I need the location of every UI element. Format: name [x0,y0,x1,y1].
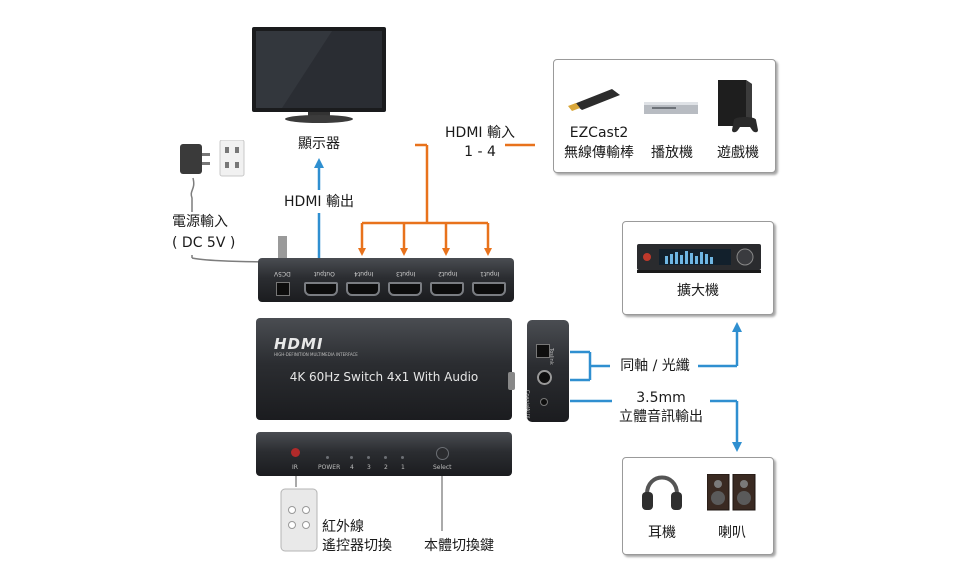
body-switch-label: 本體切換鍵 [424,538,494,554]
led-3-label: 3 [367,464,371,471]
rear-port-label-input2: Input2 [438,270,458,277]
led-3 [367,456,370,459]
headphones-label: 耳機 [648,525,676,541]
power-input-label: 電源輸入 [172,214,228,230]
rear-port-label-input3: Input3 [396,270,416,277]
led-2 [384,456,387,459]
hdmi-output-label: HDMI 輸出 [284,194,354,210]
select-label: Select [433,464,452,471]
tv-icon [252,27,386,123]
switch-side-panel: Toslink Coaxial AUX [524,320,569,422]
switch-main-body: HDMI HIGH-DEFINITION MULTIMEDIA INTERFAC… [256,318,515,420]
power-led [326,456,329,459]
select-button[interactable] [436,447,449,460]
headphones-speakers-box: 耳機 喇叭 [622,457,774,555]
audio-jack-side [508,372,515,390]
hdmi-logo: HDMI [274,335,324,353]
hdmi-logo-tagline: HIGH-DEFINITION MULTIMEDIA INTERFACE [274,352,358,357]
hdmi-input2-port[interactable] [430,282,464,296]
game-console-label: 遊戲機 [717,145,759,161]
ir-label: IR [292,464,298,471]
remote-label-2: 遙控器切換 [322,538,392,554]
switch-rear-panel: DC5V Output Input4 Input3 Input2 Input1 [258,258,514,302]
amplifier-box: 擴大機 [622,221,774,315]
coaxial-label: Coaxial [524,390,530,409]
hdmi-input4-port[interactable] [346,282,380,296]
hdmi-input-lines [358,143,535,256]
rear-port-label-input4: Input4 [354,270,374,277]
display-label: 顯示器 [298,136,340,152]
hdmi-input-label: HDMI 輸入 [445,125,515,141]
hdmi-input1-port[interactable] [472,282,506,296]
coax-optical-label: 同軸 / 光纖 [620,358,690,374]
led-1 [401,456,404,459]
led-4-label: 4 [350,464,354,471]
aux-label: AUX [524,408,530,419]
rear-port-label-dc: DC5V [274,270,291,277]
speakers-label: 喇叭 [718,525,746,541]
led-1-label: 1 [401,464,405,471]
toslink-port[interactable] [536,344,550,358]
power-label: POWER [318,464,341,471]
coaxial-port[interactable] [537,370,552,385]
power-adapter-icon [178,140,248,180]
power-input-spec: ( DC 5V ) [172,235,236,251]
ezcast-label: EZCast2 [569,125,629,141]
rear-port-label-output: Output [314,270,335,277]
analog-audio-label: 3.5mm [636,390,686,406]
hdmi-output-port[interactable] [304,282,338,296]
ir-receiver [291,448,300,457]
amplifier-label: 擴大機 [677,283,719,299]
ezcast-label-2: 無線傳輸棒 [564,145,634,161]
power-plug [278,236,287,260]
remote-label: 紅外線 [322,519,364,535]
led-2-label: 2 [384,464,388,471]
device-title: 4K 60Hz Switch 4x1 With Audio [289,370,479,384]
switch-front-panel: IR POWER 4 3 2 1 Select [256,432,512,476]
rear-port-label-input1: Input1 [480,270,500,277]
audio-output-lines [570,322,742,452]
player-label: 播放機 [651,145,693,161]
hdmi-input3-port[interactable] [388,282,422,296]
analog-audio-label-2: 立體音訊輸出 [619,409,703,425]
aux-port[interactable] [540,398,548,406]
remote-control-icon [280,488,318,552]
dc-jack[interactable] [276,282,290,296]
led-4 [350,456,353,459]
source-devices-box: EZCast2 無線傳輸棒 播放機 遊戲機 [553,59,776,173]
toslink-label: Toslink [548,348,554,365]
hdmi-input-range: 1 - 4 [464,144,496,160]
